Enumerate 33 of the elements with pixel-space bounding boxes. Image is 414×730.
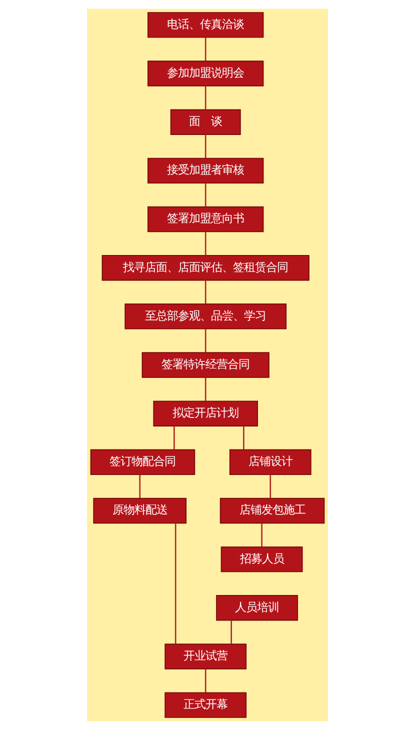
connector	[138, 474, 140, 498]
node-box: 签署特许经营合同	[141, 352, 269, 378]
node-box: 签署加盟意向书	[146, 206, 264, 232]
connector	[204, 183, 206, 207]
connector	[174, 523, 176, 644]
connector	[204, 378, 206, 401]
node-box: 原物料配送	[92, 498, 186, 524]
connector	[230, 620, 232, 644]
connector	[204, 669, 206, 692]
node-box: 店铺设计	[228, 449, 311, 476]
node-box: 拟定开店计划	[152, 400, 258, 426]
node-box: 参加加盟说明会	[146, 60, 264, 86]
node-box: 电话、传真洽谈	[146, 12, 264, 38]
node-box: 正式开幕	[164, 692, 246, 718]
connector	[173, 426, 174, 450]
connector	[260, 523, 262, 547]
connector	[204, 37, 206, 61]
connector	[204, 232, 206, 256]
connector	[204, 328, 206, 352]
node-box: 店铺发包施工	[219, 498, 324, 524]
node-box: 签订物配合同	[90, 449, 195, 476]
node-box: 人员培训	[216, 595, 298, 621]
connector	[204, 134, 206, 158]
connector	[204, 86, 206, 110]
node-box: 开业试营	[164, 644, 246, 670]
connector	[242, 426, 244, 450]
node-box: 找寻店面、店面评估、签租赁合同	[101, 254, 309, 281]
node-box: 至总部参观、品尝、学习	[124, 304, 286, 330]
node-box: 招募人员	[220, 546, 302, 572]
node-box: 接受加盟者审核	[146, 158, 264, 184]
node-box: 面 谈	[170, 109, 240, 135]
connector	[204, 280, 206, 304]
connector	[269, 474, 271, 498]
